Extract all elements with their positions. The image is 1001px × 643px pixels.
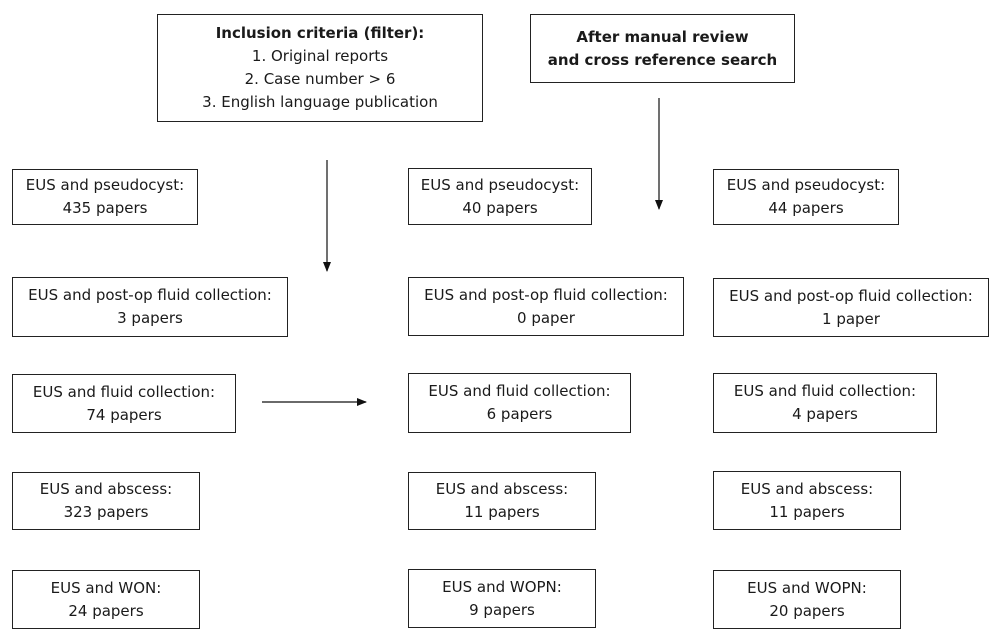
box-label: EUS and fluid collection: (733, 382, 917, 400)
col2-pseudocyst-box: EUS and pseudocyst: 40 papers (408, 168, 592, 225)
box-count: 74 papers (86, 405, 162, 424)
box-label: EUS and post-op fluid collection: (729, 286, 973, 305)
box-count: 323 papers (63, 503, 149, 521)
box-label: EUS and fluid collection: (32, 382, 216, 401)
inclusion-criteria-title: Inclusion criteria (filter): (215, 24, 425, 42)
box-label: EUS and pseudocyst: (25, 176, 185, 194)
box-label: EUS and pseudocyst: (726, 176, 886, 194)
box-label: EUS and WOPN: (442, 577, 562, 596)
col1-pseudocyst-box: EUS and pseudocyst: 435 papers (12, 169, 198, 225)
box-count: 6 papers (486, 405, 553, 423)
box-label: EUS and abscess: (39, 480, 173, 498)
box-count: 9 papers (469, 600, 535, 619)
col1-won-box: EUS and WON: 24 papers (12, 570, 200, 629)
col1-abscess-box: EUS and abscess: 323 papers (12, 472, 200, 530)
box-count: 3 papers (117, 309, 183, 327)
box-count: 20 papers (769, 601, 845, 620)
box-count: 435 papers (62, 199, 148, 217)
col3-wopn-box: EUS and WOPN: 20 papers (713, 570, 901, 629)
col1-fluid-collection-box: EUS and fluid collection: 74 papers (12, 374, 236, 433)
inclusion-criteria-box: Inclusion criteria (filter): 1. Original… (157, 14, 483, 122)
box-label: EUS and WON: (50, 578, 162, 597)
box-label: EUS and abscess: (435, 480, 569, 498)
col3-abscess-box: EUS and abscess: 11 papers (713, 471, 901, 530)
box-label: EUS and WOPN: (747, 578, 867, 597)
box-count: 11 papers (769, 502, 845, 521)
col3-postop-fluid-box: EUS and post-op fluid collection: 1 pape… (713, 278, 989, 337)
col2-fluid-collection-box: EUS and fluid collection: 6 papers (408, 373, 631, 433)
col2-wopn-box: EUS and WOPN: 9 papers (408, 569, 596, 628)
box-label: EUS and post-op fluid collection: (424, 285, 668, 304)
box-label: EUS and fluid collection: (428, 382, 611, 400)
box-label: EUS and pseudocyst: (420, 175, 580, 194)
col2-abscess-box: EUS and abscess: 11 papers (408, 472, 596, 530)
manual-review-box: After manual review and cross reference … (530, 14, 795, 83)
inclusion-criteria-item: 3. English language publication (202, 93, 438, 111)
col3-pseudocyst-box: EUS and pseudocyst: 44 papers (713, 169, 899, 225)
box-count: 0 paper (517, 308, 575, 327)
manual-review-line: After manual review (576, 27, 749, 46)
box-count: 40 papers (462, 198, 538, 217)
inclusion-criteria-item: 2. Case number > 6 (244, 70, 396, 88)
manual-review-line: and cross reference search (547, 50, 778, 69)
box-count: 24 papers (68, 601, 144, 620)
box-count: 44 papers (768, 199, 844, 217)
box-label: EUS and post-op fluid collection: (28, 286, 272, 304)
col2-postop-fluid-box: EUS and post-op fluid collection: 0 pape… (408, 277, 684, 336)
col1-postop-fluid-box: EUS and post-op fluid collection: 3 pape… (12, 277, 288, 337)
box-count: 1 paper (822, 309, 880, 328)
box-label: EUS and abscess: (740, 479, 874, 498)
box-count: 11 papers (464, 503, 540, 521)
box-count: 4 papers (792, 405, 858, 423)
inclusion-criteria-item: 1. Original reports (251, 47, 389, 65)
col3-fluid-collection-box: EUS and fluid collection: 4 papers (713, 373, 937, 433)
